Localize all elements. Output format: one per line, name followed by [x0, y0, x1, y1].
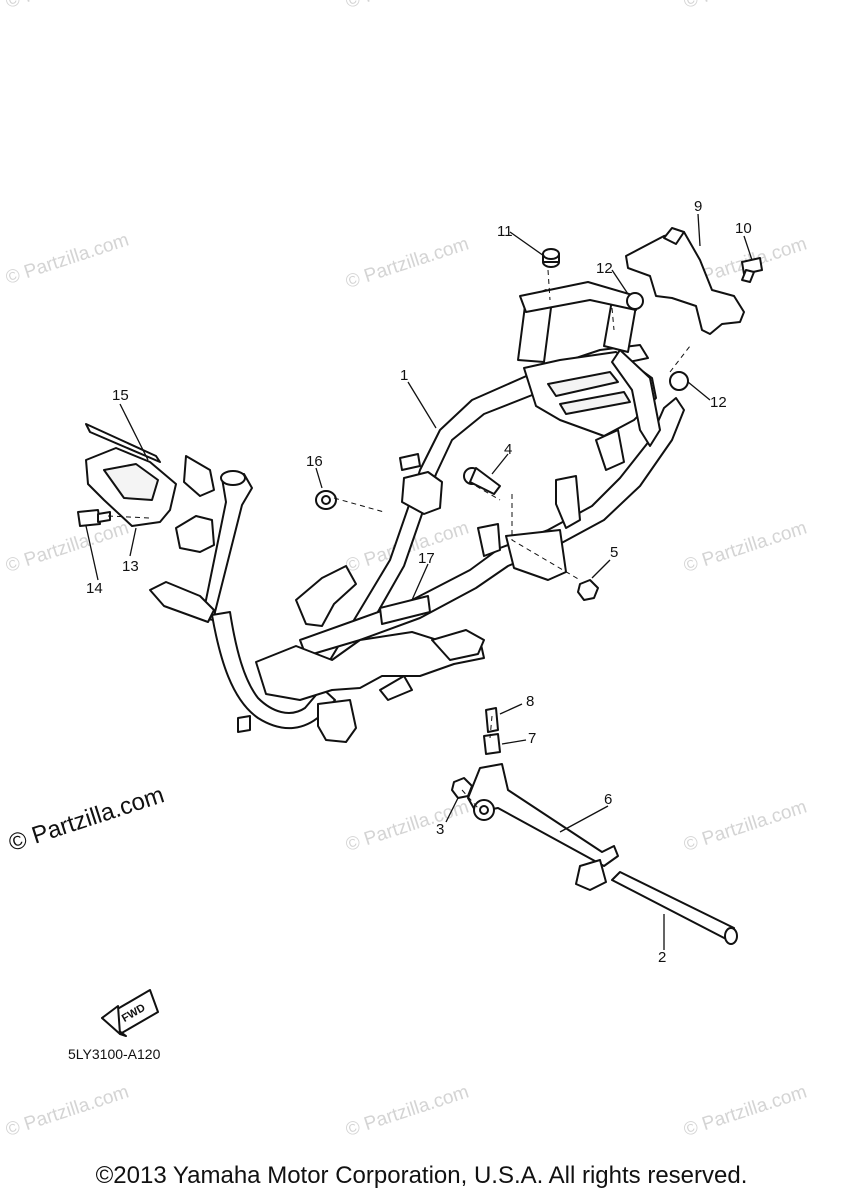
dashed-guides [107, 269, 691, 809]
callout-16: 16 [306, 453, 323, 470]
callout-17: 17 [418, 550, 435, 567]
callout-11: 11 [497, 223, 513, 240]
callout-1: 1 [400, 367, 409, 384]
engine-mount-assembly [451, 707, 619, 891]
part-4-bolt [463, 467, 501, 495]
callout-13: 13 [122, 558, 139, 575]
part-10-bolt [741, 257, 763, 283]
part-14-bolt [77, 509, 111, 527]
fwd-arrow [101, 989, 159, 1037]
diagram-code: 5LY3100-A120 [68, 1046, 161, 1062]
leader-lines [85, 213, 753, 950]
callout-9: 9 [694, 198, 703, 215]
callout-12: 12 [596, 260, 613, 277]
part-15-strip [85, 423, 161, 463]
part-12-cap [669, 371, 689, 391]
callout-8: 8 [526, 693, 535, 710]
part-11-collar [542, 248, 560, 268]
callout-10: 10 [735, 220, 752, 237]
frame-main [149, 281, 685, 743]
callout-5: 5 [610, 544, 619, 561]
callout-2: 2 [658, 949, 667, 966]
callout-14: 14 [86, 580, 103, 597]
part-2-bolt [611, 871, 738, 945]
part-12-cap [626, 292, 644, 310]
part-5-nut [577, 579, 599, 601]
callout-3: 3 [436, 821, 445, 838]
part-9-bracket [625, 231, 745, 335]
callout-6: 6 [604, 791, 613, 808]
callout-15: 15 [112, 387, 129, 404]
part-3-nut [451, 777, 473, 799]
callout-7: 7 [528, 730, 537, 747]
part-7-collar [483, 733, 501, 755]
copyright-notice: ©2013 Yamaha Motor Corporation, U.S.A. A… [95, 1162, 748, 1189]
callout-12: 12 [710, 394, 727, 411]
callout-4: 4 [504, 441, 513, 458]
